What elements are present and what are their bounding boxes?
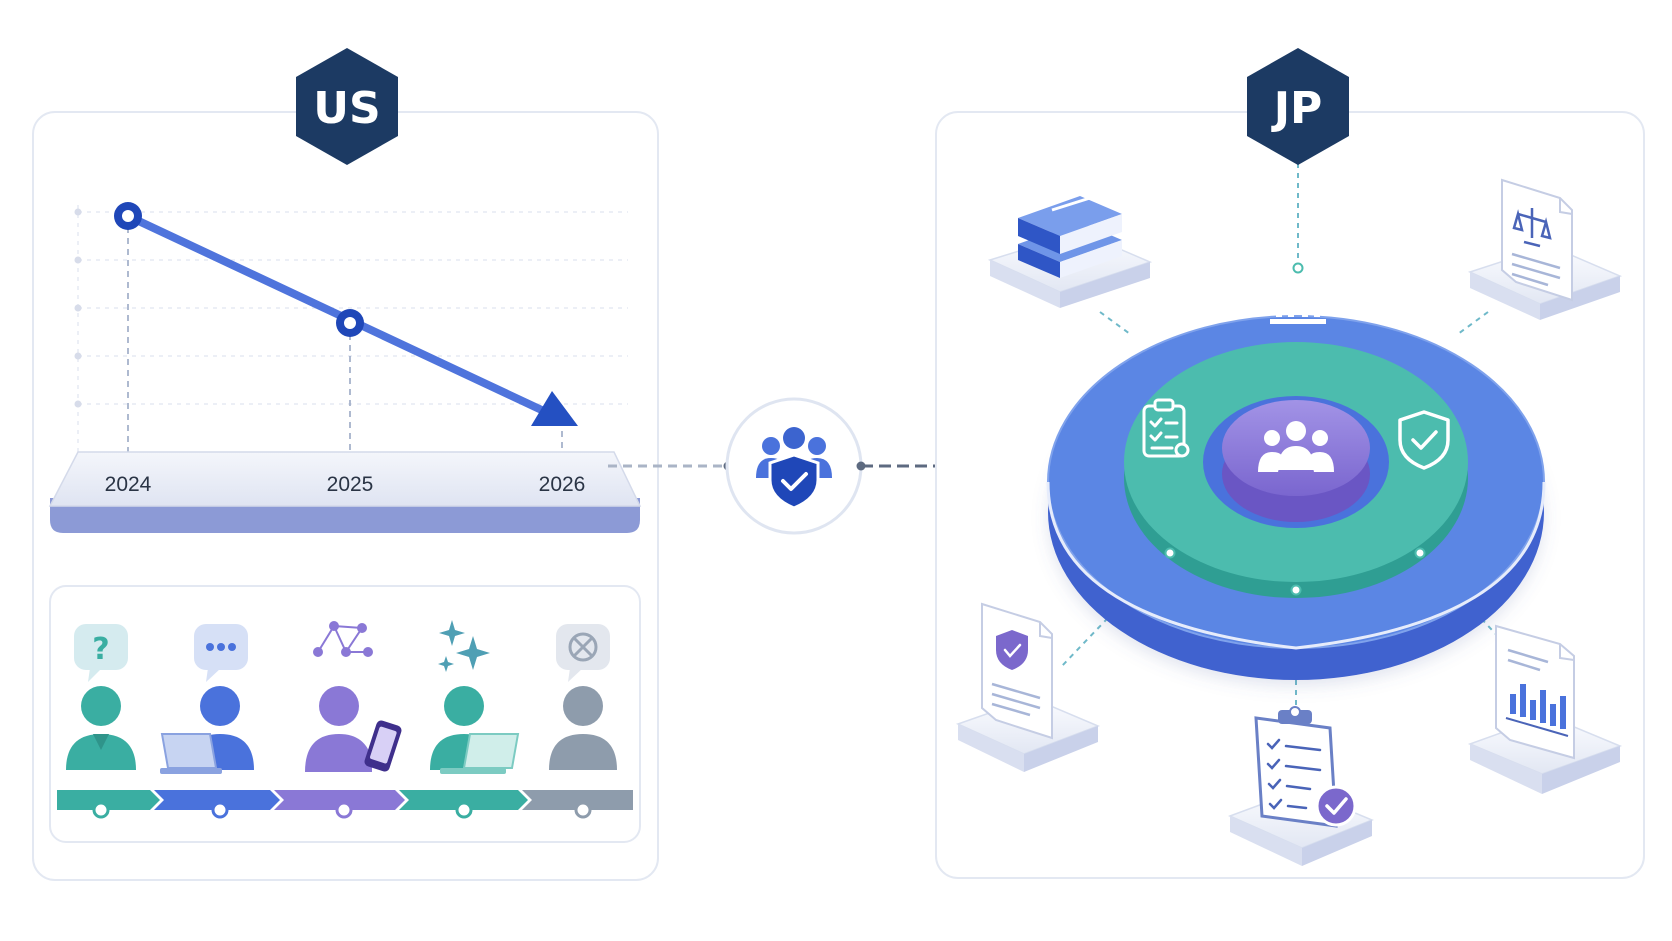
clipboard-checklist-icon [1142, 398, 1190, 458]
bank-building-icon [1270, 276, 1326, 324]
people-shield-check-icon [756, 427, 832, 510]
chart-grid [77, 205, 628, 455]
grid-ticks [74, 208, 82, 408]
trend-marker-2025 [336, 309, 364, 337]
cross-border-connector [608, 397, 1048, 535]
trend-arrowhead [531, 391, 578, 426]
journey-node-3 [335, 801, 353, 819]
satellite-legal-document [1467, 178, 1623, 320]
year-label-2026: 2026 [539, 473, 586, 496]
journey-node-4 [455, 801, 473, 819]
journey-stage-1: ? [66, 624, 136, 770]
checklist-clipboard-icon [1254, 706, 1357, 828]
person-phone-purple-icon [305, 686, 402, 772]
jp-label: JP [1271, 83, 1323, 134]
us-trend-chart: 2024 2025 2026 [48, 202, 642, 533]
satellite-shield-document [955, 602, 1101, 772]
year-label-2024: 2024 [105, 473, 152, 496]
us-hex-badge: US [296, 48, 398, 165]
people-group-icon [1258, 421, 1334, 472]
satellite-report-document [1467, 624, 1623, 794]
year-label-2025: 2025 [327, 473, 374, 496]
journey-progress-bar [57, 790, 633, 819]
jp-governance-platform [1046, 262, 1546, 680]
person-gray-icon [549, 686, 617, 770]
blocked-circle-icon [556, 624, 610, 682]
satellite-checklist [1228, 706, 1374, 866]
journey-node-5 [574, 801, 592, 819]
legal-scales-document-icon [1501, 178, 1573, 302]
us-user-journey: ? [49, 585, 641, 843]
timeline-base [48, 451, 642, 533]
law-books-icon [1018, 196, 1122, 278]
trend-marker-2024 [114, 202, 142, 230]
journey-node-1 [92, 801, 110, 819]
chat-dots-bubble-icon [194, 624, 248, 682]
journey-stage-4 [430, 620, 520, 774]
sparkles-icon [438, 620, 490, 672]
journey-stage-5 [549, 624, 617, 770]
jp-hex-badge: JP [1247, 48, 1349, 165]
journey-node-2 [211, 801, 229, 819]
person-laptop-teal-icon [430, 686, 520, 774]
svg-text:?: ? [92, 632, 109, 667]
network-nodes-icon [313, 621, 373, 657]
us-label: US [313, 83, 380, 134]
person-laptop-blue-icon [160, 686, 254, 774]
journey-stage-3 [305, 621, 402, 772]
shield-document-icon [981, 602, 1053, 740]
journey-stage-2 [160, 624, 254, 774]
person-teal-icon [66, 686, 136, 770]
trend-line [124, 212, 552, 417]
question-bubble-icon: ? [74, 624, 128, 682]
bar-chart-document-icon [1495, 624, 1575, 760]
satellite-law-books [987, 196, 1153, 308]
shield-check-icon [1398, 410, 1450, 470]
